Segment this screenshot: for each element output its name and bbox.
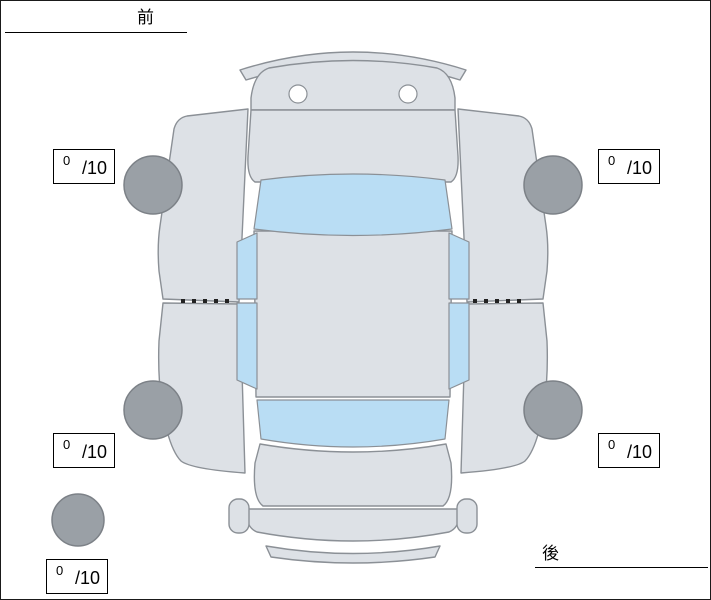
tire-front-right-icon — [523, 155, 583, 215]
trunk-icon — [253, 443, 453, 507]
score-rear-left-max: /10 — [81, 442, 107, 462]
door-panel-front-left-icon — [157, 108, 249, 303]
front-label: 前 — [137, 8, 154, 27]
hood-icon — [247, 109, 459, 183]
score-rear-left-value: 0 — [63, 437, 71, 452]
front-underline — [5, 32, 187, 33]
score-rear-right-value: 0 — [608, 437, 616, 452]
tire-rear-right-icon — [523, 380, 583, 440]
door-panel-rear-right-icon — [460, 302, 549, 474]
rear-underline — [535, 567, 708, 568]
side-window-rear-right-icon — [448, 302, 470, 390]
score-spare-max: /10 — [74, 568, 100, 588]
score-spare-value: 0 — [56, 563, 64, 578]
tire-rear-left-icon — [123, 380, 183, 440]
rear-corner-cap-right-icon — [456, 498, 478, 534]
side-window-front-right-icon — [448, 232, 470, 300]
washer-nozzle-left-icon — [288, 84, 308, 104]
score-front-left-value: 0 — [63, 153, 71, 168]
roof-icon — [253, 230, 453, 398]
front-bumper-icon — [250, 59, 456, 111]
windshield-icon — [253, 173, 453, 237]
score-front-right-max: /10 — [626, 158, 652, 178]
score-front-left-max: /10 — [81, 158, 107, 178]
score-front-right-value: 0 — [608, 153, 616, 168]
score-rear-right-max: /10 — [626, 442, 652, 462]
door-panel-front-right-icon — [457, 108, 549, 303]
rear-bumper-icon — [246, 508, 460, 542]
tire-spare-icon — [51, 493, 105, 547]
rear-bumper-strip-icon — [265, 545, 441, 564]
tire-front-left-icon — [123, 155, 183, 215]
side-window-front-left-icon — [236, 232, 258, 300]
score-rear-left: 0 /10 — [53, 433, 115, 468]
score-rear-right: 0 /10 — [598, 433, 660, 468]
score-spare: 0 /10 — [46, 559, 108, 594]
score-front-right: 0 /10 — [598, 149, 660, 184]
rear-window-icon — [256, 399, 450, 448]
washer-nozzle-right-icon — [398, 84, 418, 104]
side-window-rear-left-icon — [236, 302, 258, 390]
rear-label: 後 — [542, 544, 559, 563]
door-panel-rear-left-icon — [157, 302, 246, 474]
score-front-left: 0 /10 — [53, 149, 115, 184]
rear-corner-cap-left-icon — [228, 498, 250, 534]
